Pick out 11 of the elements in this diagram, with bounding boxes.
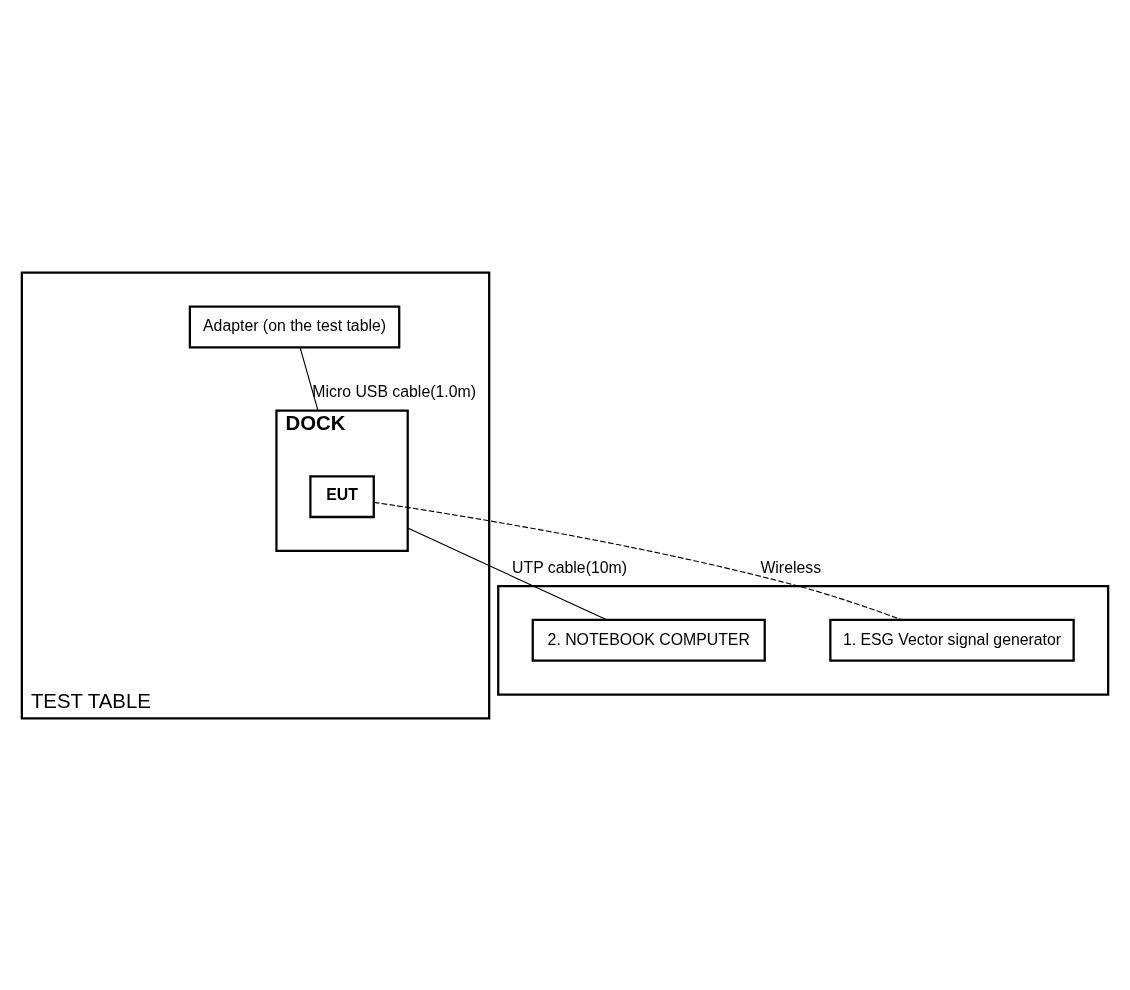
node-box: EUT [309,474,375,518]
connector [373,501,903,620]
edge-label: Micro USB cable(1.0m) [312,382,476,400]
connector [407,526,608,620]
connector [299,346,319,411]
cluster [497,584,1110,696]
node-box: Adapter (on the test table) [188,304,401,348]
edge-label: UTP cable(10m) [512,558,627,576]
edge-label: Wireless [760,558,822,576]
node-box: 1. ESG Vector signal generator [829,618,1075,662]
node-box: 2. NOTEBOOK COMPUTER [531,618,766,662]
